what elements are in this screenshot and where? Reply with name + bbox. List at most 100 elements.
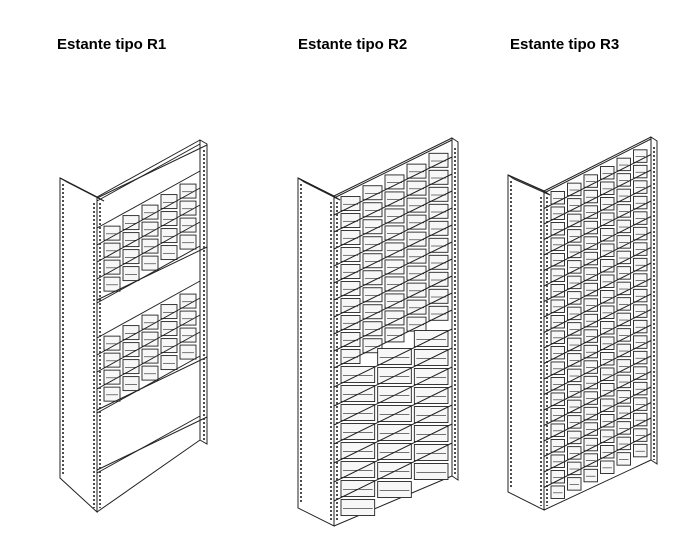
storage-bin	[413, 425, 449, 442]
storage-bin	[428, 271, 449, 287]
storage-bin	[103, 259, 121, 275]
bin-rail	[543, 278, 652, 333]
storage-bin	[413, 444, 449, 461]
storage-bin	[428, 186, 449, 202]
storage-bin	[362, 236, 383, 252]
storage-bin	[384, 174, 405, 190]
storage-bin	[377, 462, 412, 479]
bin-rail	[333, 224, 453, 284]
storage-bin	[428, 152, 449, 168]
storage-bin	[406, 248, 427, 264]
top-panel	[507, 174, 551, 196]
storage-bin	[406, 180, 427, 196]
storage-bin	[141, 255, 159, 271]
storage-bin	[160, 304, 178, 320]
storage-bin	[340, 264, 361, 280]
storage-bin	[340, 423, 376, 441]
storage-bin	[340, 442, 376, 460]
bin-rail	[333, 258, 453, 318]
storage-bin	[384, 242, 405, 258]
storage-bin	[340, 349, 361, 365]
storage-bin	[122, 232, 140, 248]
storage-bin	[122, 325, 140, 341]
storage-bin	[406, 299, 427, 315]
storage-bin	[160, 194, 178, 210]
title-shelf-r3: Estante tipo R3	[510, 36, 620, 53]
bin-rail	[333, 366, 453, 426]
bin-rail	[333, 347, 453, 407]
bin-rail	[543, 216, 652, 271]
storage-bin	[384, 310, 405, 326]
bin-rail	[96, 187, 201, 246]
storage-bin	[428, 254, 449, 270]
storage-bin	[616, 452, 631, 466]
storage-bin	[600, 460, 615, 474]
storage-bin	[340, 196, 361, 212]
storage-bin	[179, 234, 197, 250]
bin-rail	[333, 156, 453, 216]
storage-bin	[428, 169, 449, 185]
storage-bin	[413, 406, 449, 423]
bin-rail	[96, 297, 201, 356]
storage-bin	[340, 499, 376, 517]
bin-rail	[96, 170, 201, 229]
storage-bin	[550, 485, 565, 499]
storage-bin	[633, 443, 648, 458]
storage-bin	[122, 359, 140, 375]
bin-rail	[543, 154, 652, 209]
right-upright	[650, 136, 658, 465]
storage-bin	[384, 191, 405, 207]
title-shelf-r1: Estante tipo R1	[57, 36, 167, 53]
storage-bin	[377, 405, 412, 422]
top-edge	[96, 139, 201, 198]
bin-rail	[333, 139, 453, 199]
bin-rail	[96, 221, 201, 280]
storage-bin	[340, 366, 376, 384]
storage-bin	[362, 253, 383, 269]
storage-bin	[413, 463, 449, 480]
bin-rail	[96, 204, 201, 263]
bin-rail	[543, 402, 652, 457]
bin-rail	[543, 231, 652, 287]
storage-bin	[122, 215, 140, 231]
shelf-board	[96, 144, 208, 199]
storage-bin	[103, 276, 121, 292]
storage-bin	[141, 365, 159, 381]
storage-bin	[384, 225, 405, 241]
shelf-board	[96, 355, 201, 414]
bin-rail	[333, 423, 453, 483]
storage-bin	[377, 443, 412, 460]
bin-rail	[333, 241, 453, 301]
storage-bin	[406, 265, 427, 281]
storage-bin	[340, 315, 361, 331]
storage-bin	[362, 219, 383, 235]
storage-bin	[362, 202, 383, 218]
storage-bin	[340, 298, 361, 314]
storage-bin	[340, 404, 376, 422]
storage-bin	[122, 342, 140, 358]
storage-bin	[362, 185, 383, 201]
bin-rail	[543, 293, 652, 349]
bin-rail	[543, 138, 652, 194]
bin-rail	[333, 385, 453, 445]
bin-rail	[543, 371, 652, 426]
storage-bin	[377, 367, 412, 384]
storage-bin	[377, 386, 412, 403]
storage-bin	[428, 288, 449, 304]
side-panel	[59, 177, 98, 514]
storage-bin	[384, 327, 405, 343]
storage-bin	[179, 200, 197, 216]
bin-rail	[543, 169, 652, 225]
storage-bin	[413, 387, 449, 404]
storage-bin	[384, 208, 405, 224]
storage-bin	[141, 314, 159, 330]
shelf-board	[96, 246, 208, 301]
right-upright	[199, 139, 208, 445]
storage-bin	[362, 304, 383, 320]
storage-bin	[413, 349, 449, 366]
storage-bin	[141, 238, 159, 254]
storage-bin	[406, 231, 427, 247]
storage-bin	[406, 214, 427, 230]
storage-bin	[413, 330, 449, 347]
storage-bin	[179, 327, 197, 343]
